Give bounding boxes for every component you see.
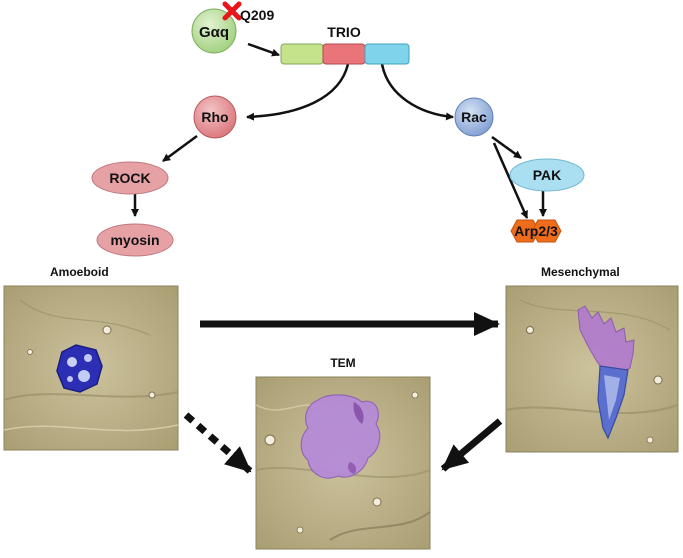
arrow-mesenchymal-to-tem: [440, 418, 503, 472]
myosin-node: [96, 223, 174, 257]
arrow-rac-to-arp: [492, 142, 529, 219]
arp23-node: [510, 219, 562, 243]
mutation-x-icon: [222, 1, 242, 21]
amoeboid-micrograph: [3, 285, 179, 451]
pak-label: PAK: [533, 167, 562, 183]
arrow-trio-to-rac: [380, 63, 454, 121]
galphaq-label: Gαq: [199, 24, 229, 41]
amoeboid-cell: [56, 344, 103, 393]
amoeboid-label: Amoeboid: [50, 265, 109, 279]
mesenchymal-micrograph: [505, 285, 679, 453]
trio-protein-bar: [280, 43, 410, 65]
arrow-galphaq-to-trio: [247, 42, 280, 57]
rho-label: Rho: [201, 109, 228, 125]
arrow-rac-to-pak: [491, 135, 522, 160]
rock-node: [91, 161, 169, 195]
trio-label: TRIO: [327, 24, 361, 40]
mutation-label: Q209: [240, 7, 274, 23]
tem-label: TEM: [330, 356, 355, 370]
trio-domain-1: [280, 43, 324, 65]
rac-node: [454, 97, 494, 137]
rock-label: ROCK: [109, 170, 150, 186]
mesenchymal-lamellipodium: [577, 305, 635, 375]
arrow-amoeboid-to-tem-dashed: [183, 412, 253, 474]
myosin-label: myosin: [110, 232, 159, 248]
trio-domain-3: [364, 43, 410, 65]
mesenchymal-label: Mesenchymal: [541, 265, 620, 279]
arrow-rho-to-rock: [162, 134, 198, 163]
trio-domain-2: [322, 43, 366, 65]
rac-label: Rac: [461, 109, 487, 125]
arrow-trio-to-rho: [246, 63, 350, 121]
pak-node: [509, 158, 585, 192]
tem-micrograph: [255, 376, 431, 550]
rho-node: [193, 95, 237, 139]
arp23-label: Arp2/3: [514, 223, 558, 239]
